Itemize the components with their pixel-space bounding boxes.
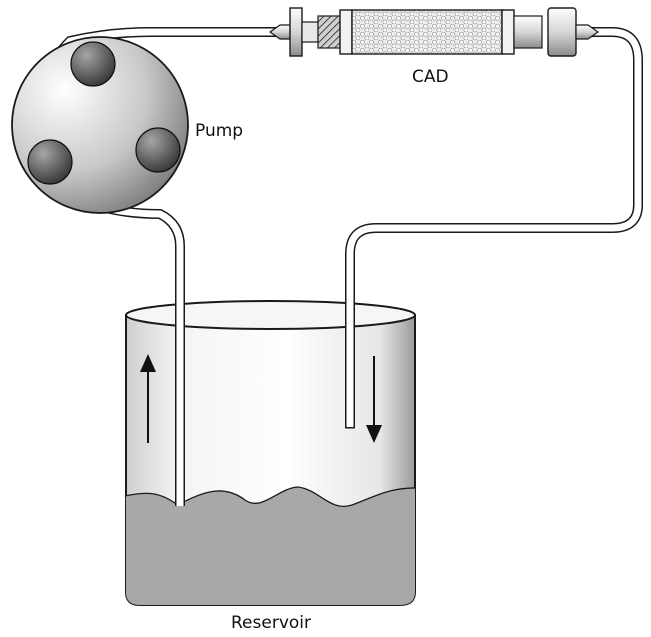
reservoir-label: Reservoir [231, 613, 311, 633]
flow-arrow-up [140, 354, 156, 443]
pump [11, 36, 189, 214]
pump-label: Pump [195, 121, 243, 141]
cad-cartridge [268, 7, 600, 57]
pump-roller-left [27, 139, 73, 185]
reservoir-rim [125, 300, 416, 330]
flow-arrow-down [366, 356, 382, 443]
pump-roller-right [135, 127, 181, 173]
reservoir [125, 300, 416, 606]
filter-hatch [317, 15, 341, 49]
reservoir-liquid [126, 486, 415, 605]
pump-roller-top [70, 41, 116, 87]
cad-label: CAD [412, 67, 449, 87]
right-end-cap [547, 7, 577, 57]
right-fitting [575, 24, 600, 40]
bead-column [351, 9, 503, 55]
